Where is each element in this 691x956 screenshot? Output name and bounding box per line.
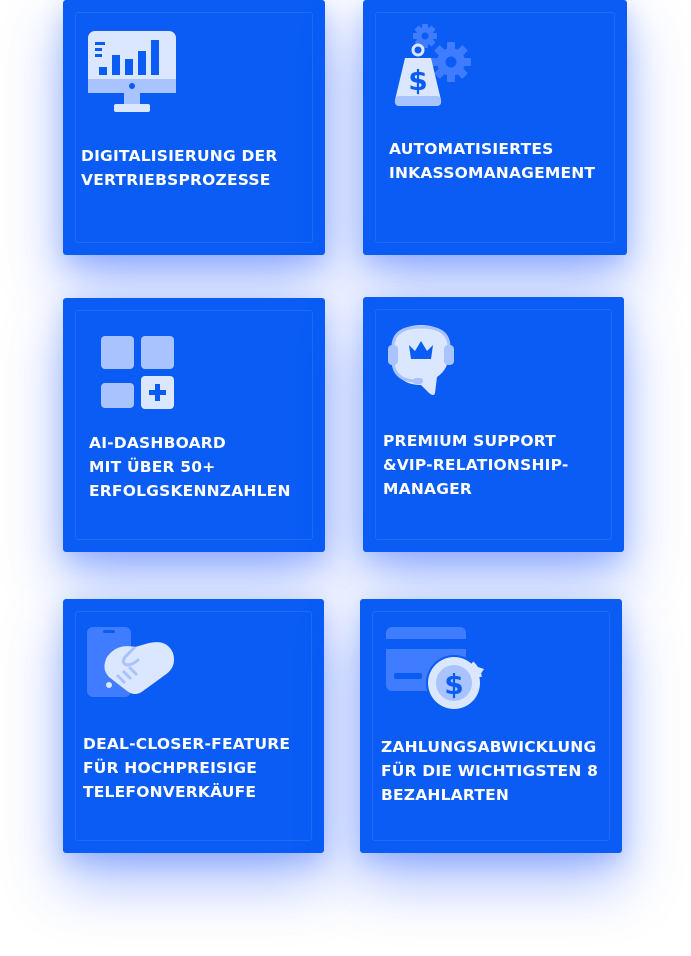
feature-card-inkasso: $ AUTOMATISIERTES INKASSOMANAGEMENT xyxy=(363,0,627,255)
monitor-chart-icon xyxy=(87,30,177,116)
dashboard-grid-plus-icon xyxy=(101,336,175,410)
feature-card-ai-dashboard: AI-DASHBOARD MIT ÜBER 50+ ERFOLGSKENNZAH… xyxy=(63,298,325,552)
feature-card-premium-support: PREMIUM SUPPORT &VIP-RELATIONSHIP- MANAG… xyxy=(363,297,624,552)
card-label-ai-dashboard: AI-DASHBOARD MIT ÜBER 50+ ERFOLGSKENNZAH… xyxy=(89,434,291,500)
svg-text:$: $ xyxy=(408,64,427,97)
phone-handshake-icon xyxy=(87,627,177,701)
feature-card-digitalisierung: DIGITALISIERUNG DER VERTRIEBSPROZESSE xyxy=(63,0,325,255)
card-label-zahlungsabwicklung: ZAHLUNGSABWICKLUNG FÜR DIE WICHTIGSTEN 8… xyxy=(381,738,599,804)
feature-card-deal-closer: DEAL-CLOSER-FEATURE FÜR HOCHPREISIGE TEL… xyxy=(63,599,324,853)
card-label-inkasso: AUTOMATISIERTES INKASSOMANAGEMENT xyxy=(389,140,596,182)
money-bag-gears-icon: $ xyxy=(389,24,475,114)
headset-crown-icon xyxy=(387,323,457,397)
card-label-deal-closer: DEAL-CLOSER-FEATURE FÜR HOCHPREISIGE TEL… xyxy=(83,735,291,801)
feature-card-zahlungsabwicklung: $ ZAHLUNGSABWICKLUNG FÜR DIE WICHTIGSTEN… xyxy=(360,599,622,853)
svg-text:$: $ xyxy=(444,668,463,701)
card-label-digitalisierung: DIGITALISIERUNG DER VERTRIEBSPROZESSE xyxy=(81,147,278,189)
card-dollar-refresh-icon: $ xyxy=(386,625,490,717)
card-label-premium-support: PREMIUM SUPPORT &VIP-RELATIONSHIP- MANAG… xyxy=(383,432,569,498)
